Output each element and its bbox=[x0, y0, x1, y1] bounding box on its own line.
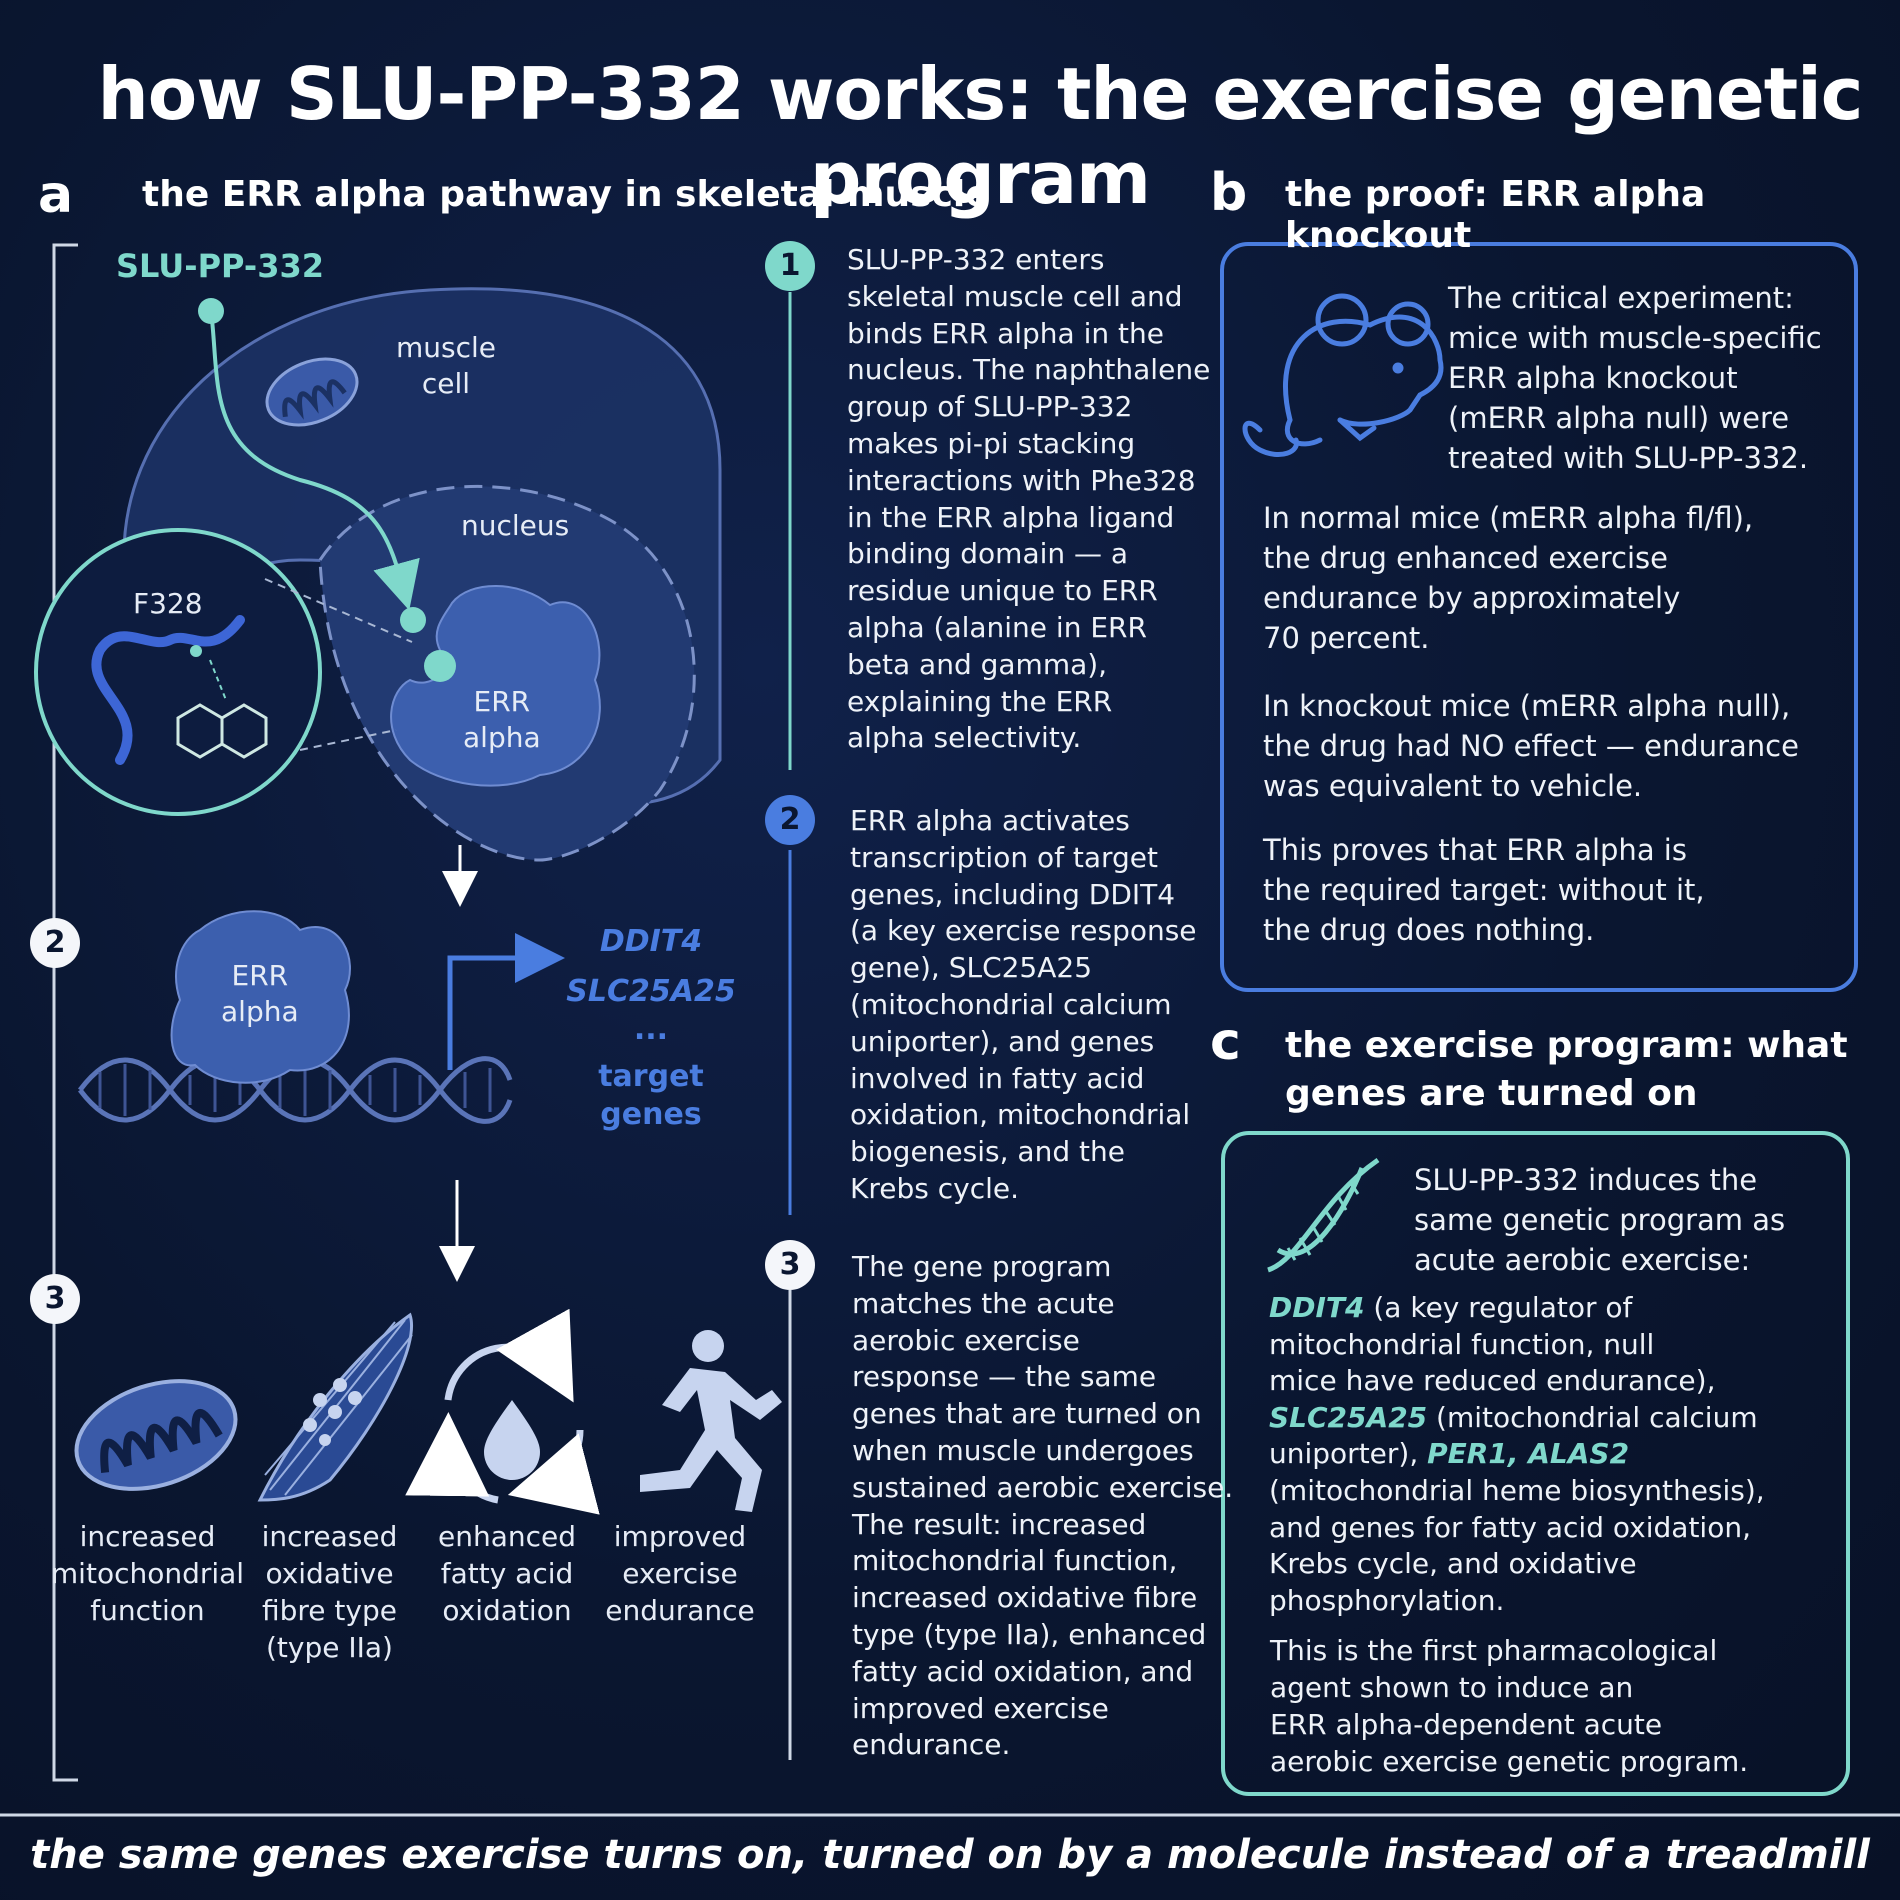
side-badge-2: 2 bbox=[30, 918, 80, 968]
step-text-1: SLU-PP-332 enters skeletal muscle cell a… bbox=[847, 243, 1211, 755]
outcome-label-mitochondrial: increased mitochondrial function bbox=[50, 1520, 245, 1627]
panel-b-conclusion: This proves that ERR alpha is the requir… bbox=[1263, 833, 1705, 947]
panel-b-title: the proof: ERR alpha knockout bbox=[1285, 174, 1706, 256]
gene-slc25a25: SLC25A25 bbox=[1269, 1400, 1428, 1434]
gene-ddit4: DDIT4 bbox=[1269, 1291, 1365, 1324]
step-text-2: ERR alpha activates transcription of tar… bbox=[850, 804, 1197, 1205]
drug-bound-dot bbox=[400, 607, 426, 633]
panel-c-title: the exercise program: what genes are tur… bbox=[1285, 1025, 1848, 1114]
gene-slc25a25-label: SLC25A25 bbox=[566, 974, 736, 1009]
panel-b-normal: In normal mice (mERR alpha fl/fl), the d… bbox=[1263, 501, 1754, 655]
heme-desc: (mitochondrial heme biosynthesis), bbox=[1269, 1473, 1765, 1507]
residue-label: F328 bbox=[133, 587, 203, 620]
gene-ellipsis: ... bbox=[633, 1012, 669, 1047]
step-text-3: The gene program matches the acute aerob… bbox=[852, 1250, 1234, 1762]
panel-a-letter: a bbox=[38, 165, 74, 225]
ddit4-desc-1: (a key regulator of bbox=[1364, 1291, 1633, 1324]
naphthalene-structure bbox=[176, 703, 268, 759]
panel-c-box bbox=[1221, 1131, 1850, 1796]
panel-c-gene-list: DDIT4 (a key regulator of mitochondrial … bbox=[1269, 1290, 1765, 1619]
drug-label: SLU-PP-332 bbox=[116, 247, 324, 285]
step-badge-2: 2 bbox=[765, 795, 815, 845]
slc-desc-2: uniporter), bbox=[1269, 1437, 1428, 1471]
outcome-label-endurance: improved exercise endurance bbox=[605, 1520, 755, 1627]
fatty-desc: and genes for fatty acid oxidation, bbox=[1269, 1510, 1751, 1544]
panel-c-letter: c bbox=[1210, 1012, 1241, 1072]
runner-icon-outcome bbox=[640, 1330, 782, 1512]
dna-icon bbox=[1267, 1157, 1380, 1273]
err-alpha-label-nucleus: ERR alpha bbox=[463, 685, 541, 754]
drug-entry-arrow bbox=[209, 310, 420, 611]
transcription-arrow bbox=[447, 933, 565, 1070]
target-genes-label: target genes bbox=[598, 1059, 704, 1132]
err-alpha-protein-dna bbox=[170, 910, 351, 1084]
muscle-cell-label: muscle cell bbox=[396, 331, 497, 400]
panel-c-conclusion: This is the first pharmacological agent … bbox=[1270, 1634, 1749, 1778]
fatty-acid-cycle-icon-outcome bbox=[405, 1308, 600, 1515]
panel-a-bracket bbox=[52, 243, 78, 1782]
panel-b-letter: b bbox=[1210, 163, 1248, 223]
panel-a-title: the ERR alpha pathway in skeletal muscle bbox=[142, 174, 990, 215]
phos-desc: phosphorylation. bbox=[1269, 1583, 1505, 1617]
mouse-icon bbox=[1242, 293, 1444, 457]
ddit4-desc-2: mitochondrial function, null bbox=[1269, 1327, 1655, 1361]
outcome-label-fibre: increased oxidative fibre type (type IIa… bbox=[261, 1520, 398, 1664]
outcome-label-fatty-acid: enhanced fatty acid oxidation bbox=[437, 1520, 577, 1627]
step-badge-3: 3 bbox=[765, 1240, 815, 1290]
muscle-fibre-icon-outcome bbox=[257, 1312, 413, 1502]
err-alpha-label-dna: ERR alpha bbox=[221, 959, 299, 1028]
side-badge-3: 3 bbox=[30, 1274, 80, 1324]
panel-b-knockout: In knockout mice (mERR alpha null), the … bbox=[1263, 689, 1799, 803]
panel-b-box bbox=[1220, 242, 1858, 992]
panel-b-intro: The critical experiment: mice with muscl… bbox=[1448, 281, 1822, 475]
panel-c-intro: SLU-PP-332 induces the same genetic prog… bbox=[1414, 1163, 1786, 1277]
gene-per1-alas2: PER1, ALAS2 bbox=[1427, 1437, 1630, 1471]
mitochondrion-icon-outcome bbox=[74, 1379, 238, 1491]
krebs-desc: Krebs cycle, and oxidative bbox=[1269, 1547, 1637, 1581]
protein-ribbon bbox=[91, 615, 245, 765]
mitochondrion-icon-cell bbox=[265, 357, 359, 427]
slc-desc: (mitochondrial calcium bbox=[1427, 1400, 1758, 1434]
footer-tagline: the same genes exercise turns on, turned… bbox=[30, 1832, 1870, 1878]
ligand-in-pocket bbox=[424, 650, 456, 682]
nucleus-label: nucleus bbox=[461, 509, 570, 542]
main-title: how SLU-PP-332 works: the exercise genet… bbox=[97, 52, 1864, 220]
ddit4-desc-3: mice have reduced endurance), bbox=[1269, 1364, 1716, 1398]
step-badge-1: 1 bbox=[765, 241, 815, 291]
binding-site-zoom bbox=[34, 528, 322, 816]
gene-ddit4-label: DDIT4 bbox=[599, 924, 703, 959]
